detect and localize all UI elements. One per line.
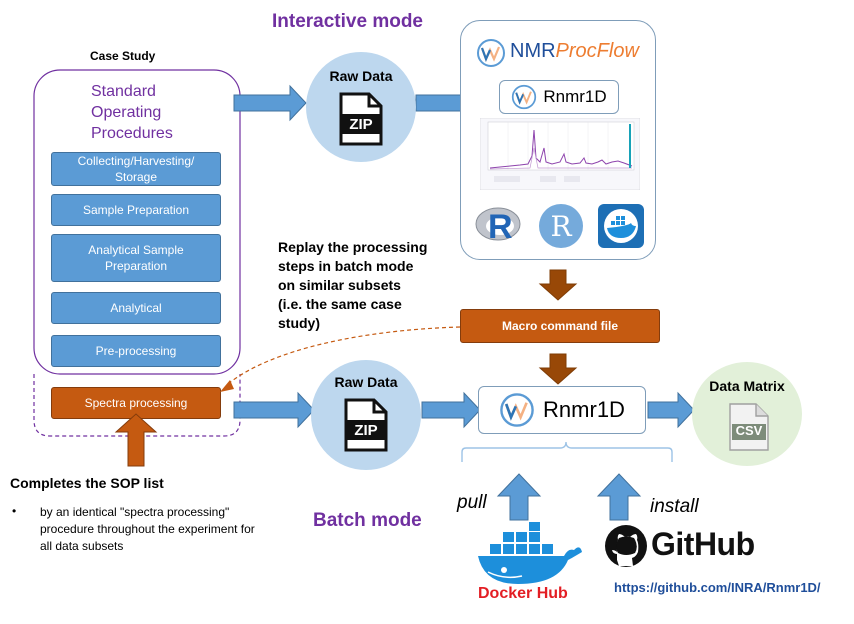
github-url-link[interactable]: https://github.com/INRA/Rnmr1D/ — [614, 580, 821, 595]
sop-item-sample-preparation: Sample Preparation — [51, 194, 221, 226]
data-matrix-label: Data Matrix — [709, 378, 785, 394]
arrow-spectra-to-raw-bottom — [233, 391, 315, 429]
rnmr1d-logo-icon-bottom — [500, 393, 534, 427]
case-study-label: Case Study — [90, 49, 156, 63]
sop-title: Standard Operating Procedures — [91, 83, 173, 142]
arrow-up-install — [596, 473, 642, 521]
arrow-raw-to-rnmr1d — [421, 391, 481, 429]
replay-text: Replay the processing steps in batch mod… — [278, 239, 428, 331]
arrow-nmrprocflow-to-macro — [538, 269, 578, 301]
dashed-link-macro-to-spectra — [227, 326, 461, 385]
macro-command-file-box: Macro command file — [460, 309, 660, 343]
github-label: GitHub — [651, 526, 755, 562]
sop-item-analytical-sample-preparation: Analytical Sample Preparation — [51, 234, 221, 282]
docker-hub-label: Docker Hub — [478, 585, 568, 602]
zip-label-top: ZIP — [349, 116, 373, 133]
rnmr1d-label-top: Rnmr1D — [543, 87, 607, 106]
zip-label-bottom: ZIP — [354, 422, 378, 439]
install-label: install — [650, 496, 699, 517]
pull-label: pull — [457, 492, 487, 513]
rstudio-logo-letter: R — [550, 210, 572, 243]
raw-data-label-top: Raw Data — [329, 68, 393, 84]
rnmr1d-box-bottom: Rnmr1D — [478, 386, 646, 434]
completes-bullet-text: by an identical "spectra processing" pro… — [40, 505, 255, 553]
csv-label: CSV — [735, 423, 763, 438]
nmrprocflow-logo-icon — [477, 39, 505, 67]
nmrprocflow-logo-text: NMRProcFlow — [510, 40, 639, 62]
sop-item-collecting: Collecting/Harvesting/ Storage — [51, 152, 221, 186]
sop-item-pre-processing: Pre-processing — [51, 335, 221, 367]
zip-file-icon-top — [339, 92, 383, 146]
rnmr1d-logo-icon-top — [512, 84, 537, 110]
sop-item-analytical: Analytical — [51, 292, 221, 324]
r-logo-icon — [475, 207, 521, 241]
batch-mode-title: Batch mode — [313, 510, 422, 531]
zip-file-icon-bottom — [344, 398, 388, 452]
rstudio-logo-icon — [539, 204, 583, 248]
completes-title: Completes the SOP list — [10, 475, 164, 491]
arrow-up-completes — [114, 413, 158, 467]
spectrum-thumbnail — [480, 118, 640, 190]
csv-file-icon — [729, 403, 769, 451]
bracket — [461, 441, 673, 462]
rnmr1d-label-bottom: Rnmr1D — [543, 397, 625, 422]
docker-small-logo-icon — [598, 204, 644, 248]
arrow-sop-to-raw-top — [233, 84, 307, 122]
completes-bullet-char: • — [12, 504, 17, 518]
arrow-rnmr1d-to-matrix — [647, 391, 695, 429]
arrow-up-pull — [496, 473, 542, 521]
docker-whale-icon — [478, 522, 582, 584]
rnmr1d-box-top: Rnmr1D — [499, 80, 619, 114]
github-octocat-icon — [605, 525, 647, 567]
arrow-macro-to-rnmr1d — [538, 353, 578, 385]
r-logo-letter: R — [488, 208, 513, 246]
raw-data-label-bottom: Raw Data — [334, 374, 398, 390]
interactive-mode-title: Interactive mode — [272, 11, 423, 32]
